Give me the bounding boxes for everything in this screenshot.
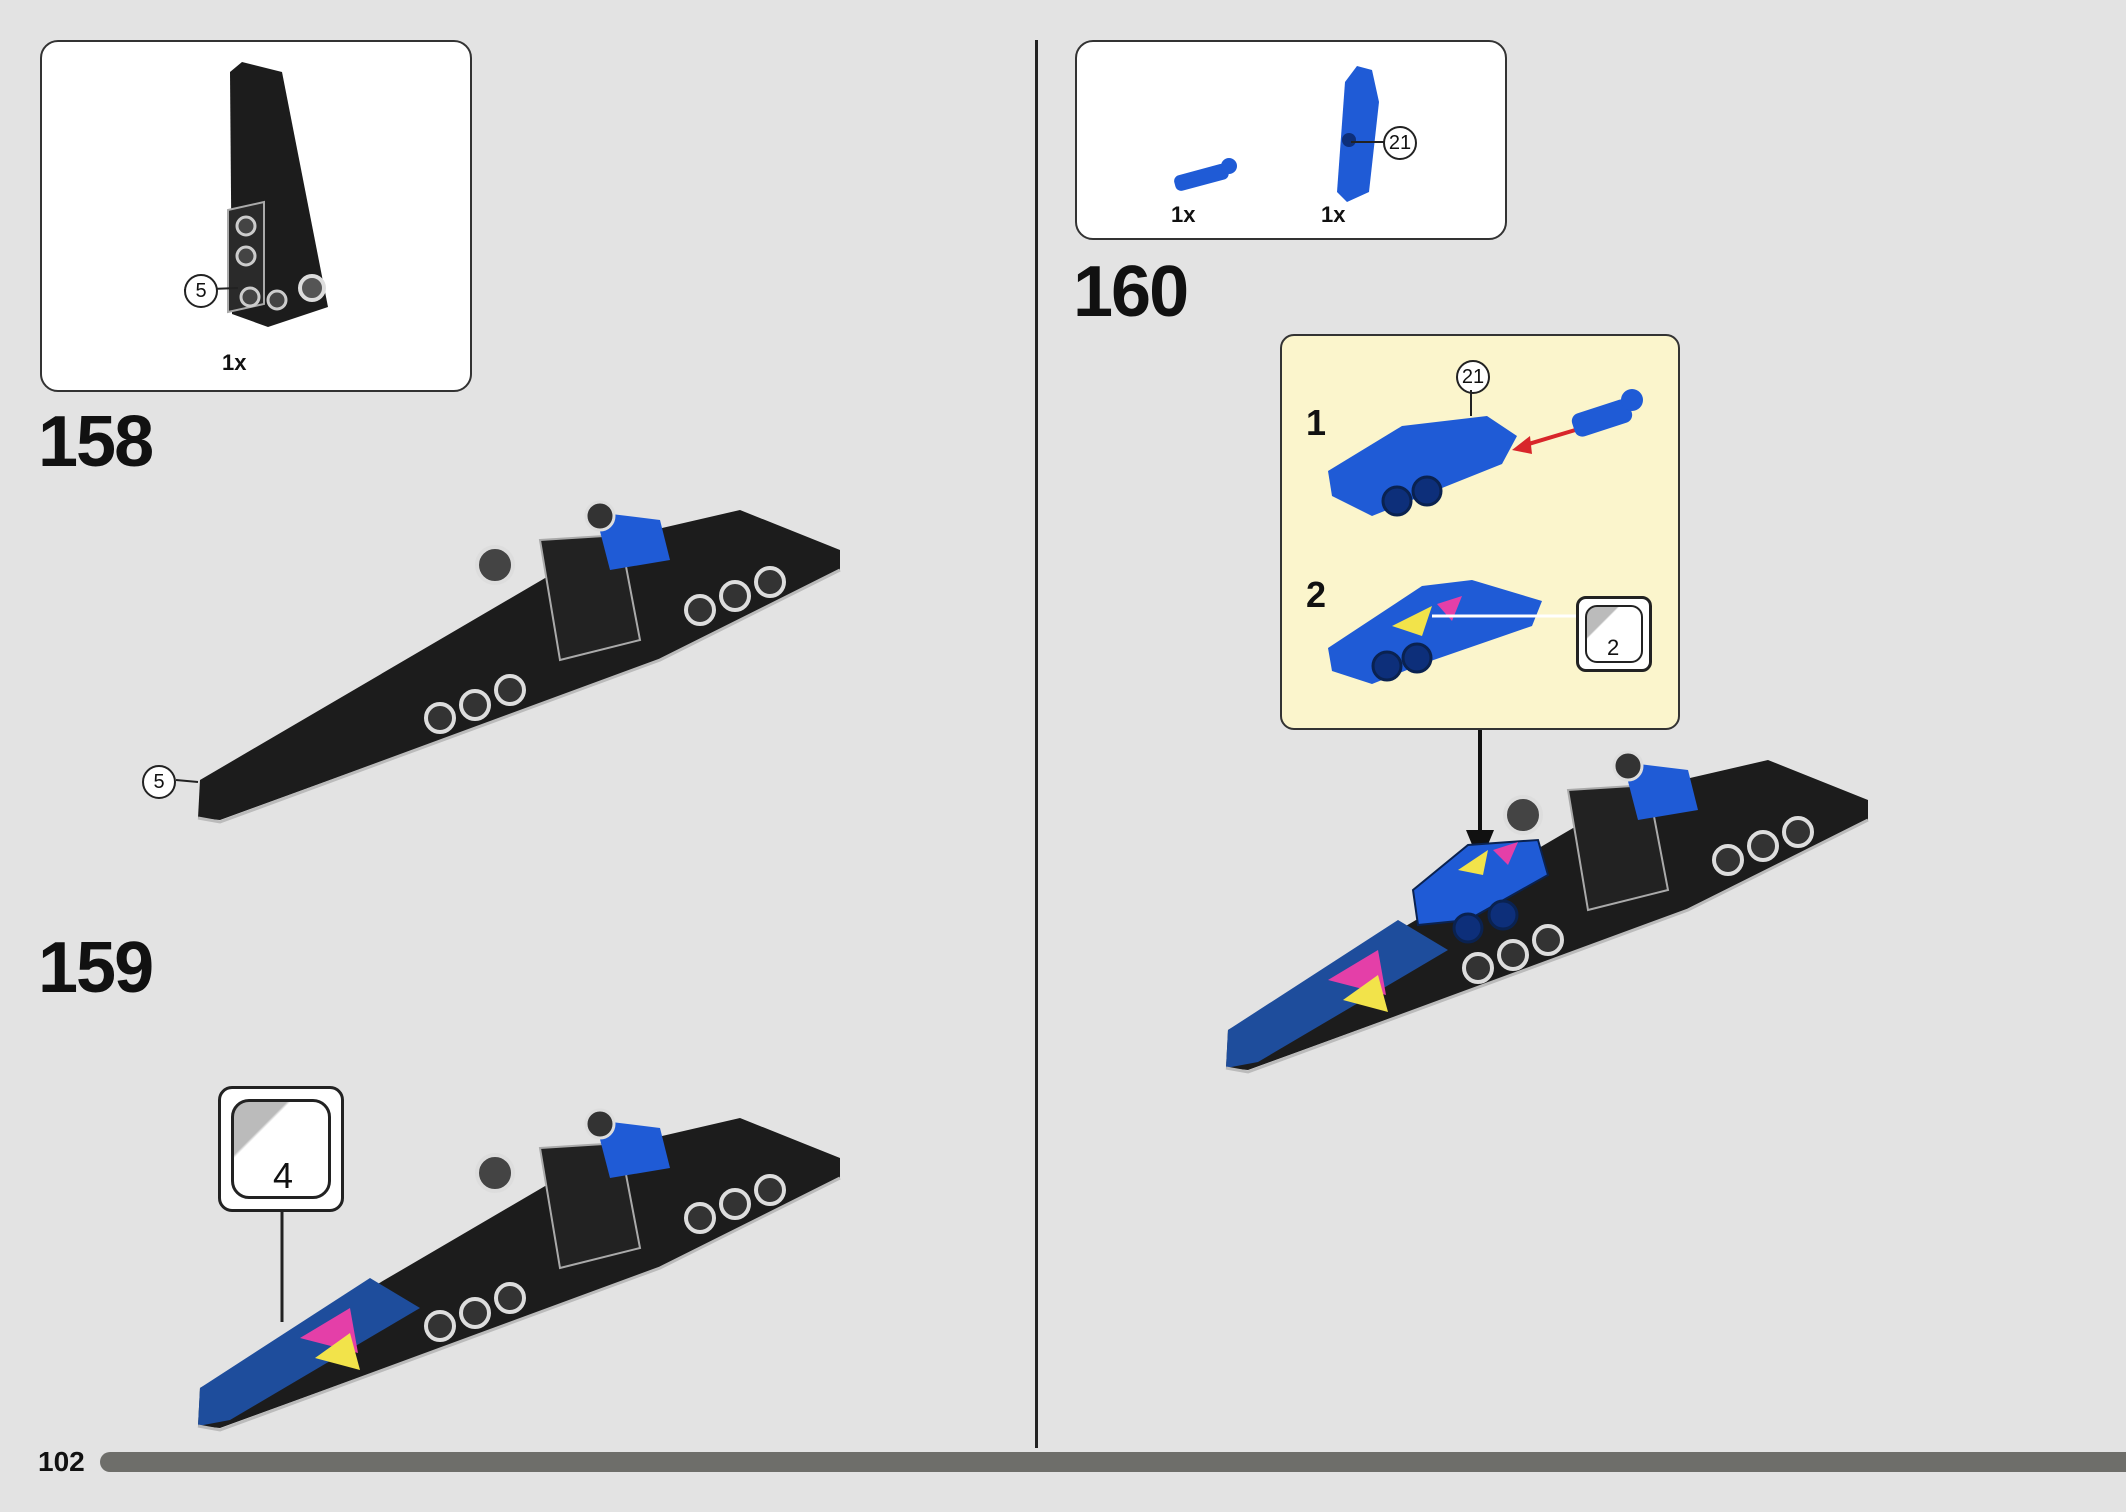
sticker-callout-substep-2: 2 — [1576, 596, 1652, 672]
sticker-leader-line-159 — [280, 1212, 284, 1322]
parts-list-box-160: 1x 21 1x — [1075, 40, 1507, 240]
substep-number-2: 2 — [1306, 574, 1327, 615]
substep-1-part-callout: 21 — [1456, 360, 1490, 394]
part-quantity: 1x — [1171, 202, 1196, 227]
part-length-label: 21 — [1388, 132, 1412, 154]
part-length-callout: 5 — [184, 274, 218, 308]
sticker-icon — [231, 1099, 331, 1199]
progress-bar — [100, 1452, 2126, 1472]
subassembly-callout: 1 21 2 2 — [1280, 334, 1680, 730]
step-number-160: 160 — [1073, 252, 1189, 332]
sticker-callout-159: 4 — [218, 1086, 344, 1212]
part-length-label: 5 — [195, 280, 207, 302]
page-number: 102 — [38, 1446, 85, 1477]
part-length-callout: 21 — [1383, 126, 1417, 160]
blue-panel-part-image — [1337, 66, 1397, 202]
substep-1-image — [1328, 389, 1643, 517]
step-number-159: 159 — [38, 928, 154, 1008]
sticker-number: 2 — [1607, 635, 1620, 660]
model-length-label: 5 — [153, 771, 165, 793]
parts-list-box-158: 5 1x — [40, 40, 472, 392]
substep-2-image — [1328, 580, 1582, 684]
part-quantity: 1x — [1321, 202, 1346, 227]
part-quantity: 1x — [222, 350, 247, 375]
step-number-158: 158 — [38, 402, 154, 482]
substep-number-1: 1 — [1306, 402, 1327, 443]
angled-panel-part-image — [183, 62, 328, 327]
step-158-model-image — [175, 500, 841, 824]
sticker-number: 4 — [273, 1155, 294, 1196]
step-159-model-image — [197, 1108, 841, 1432]
page-divider — [1035, 40, 1038, 1448]
substep-1-part-label: 21 — [1461, 366, 1485, 388]
step-160-model-image — [1225, 750, 1869, 1074]
axle-pin-part-image — [1174, 158, 1237, 191]
model-length-callout: 5 — [142, 765, 176, 799]
sticker-icon — [1585, 605, 1643, 663]
